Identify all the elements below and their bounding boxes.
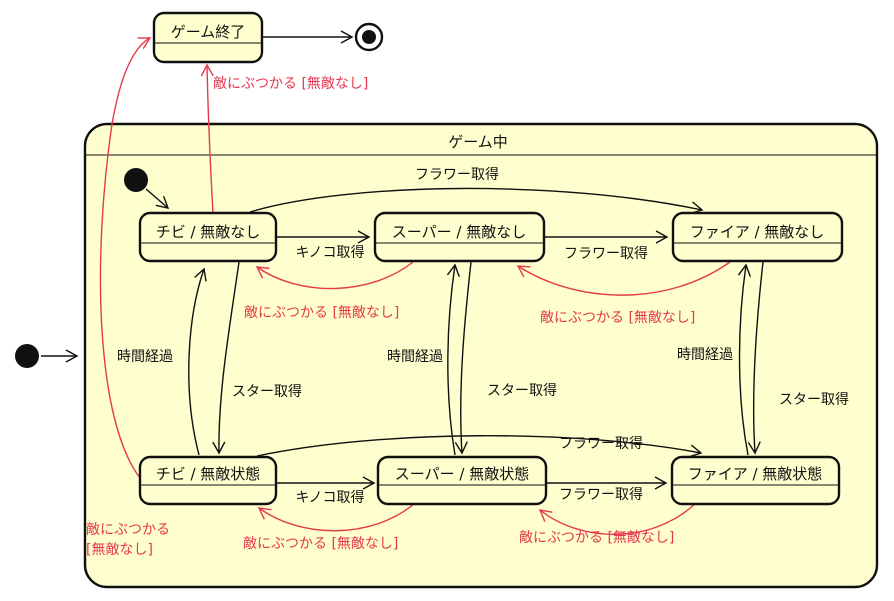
composite-state-game: ゲーム中 — [83, 122, 879, 589]
edge-label-hit-enemy-left-line1: 敵にぶつかる — [86, 522, 170, 538]
edge-label-hit-enemy-top-left: 敵にぶつかる [無敵なし] — [244, 305, 399, 321]
edge-label-flower-top-bypass: フラワー取得 — [415, 166, 499, 183]
state-game-over: ゲーム終了 — [152, 11, 264, 64]
state-chibi-star: チビ / 無敵状態 — [138, 455, 278, 506]
edge-label-flower-bottom-bypass: フラワー取得 — [559, 435, 643, 452]
composite-state-body — [83, 122, 879, 589]
edge-label-flower-top: フラワー取得 — [564, 245, 648, 262]
state-chibi-normal: チビ / 無敵なし — [138, 211, 278, 263]
transition-chibi-to-fire-normal-bypass — [249, 187, 704, 215]
edge-label-hit-enemy-gameover: 敵にぶつかる [無敵なし] — [213, 76, 368, 92]
state-super-normal: スーパー / 無敵なし — [373, 211, 546, 263]
transition-super-star-to-normal-time — [446, 263, 460, 456]
transition-chibi-star-to-gameover — [99, 37, 152, 479]
state-chibi-star-label: チビ / 無敵状態 — [156, 465, 261, 483]
edge-label-time-mid: 時間経過 — [387, 349, 443, 365]
initial-state-inner-dot — [124, 168, 148, 192]
transition-super-to-chibi-star-hit — [257, 503, 415, 532]
state-fire-normal-body — [671, 211, 844, 263]
state-game-over-label: ゲーム終了 — [171, 23, 246, 41]
edge-label-hit-enemy-bottom-right: 敵にぶつかる [無敵なし] — [519, 530, 674, 546]
transition-fire-to-super-star-hit — [538, 503, 696, 536]
state-super-star-label: スーパー / 無敵状態 — [395, 465, 529, 483]
transition-fire-to-super-normal-hit — [516, 261, 731, 296]
transition-super-to-chibi-normal-hit — [255, 261, 414, 290]
state-fire-normal-label: ファイア / 無敵なし — [690, 223, 825, 241]
transition-initial-to-chibi-normal — [145, 188, 170, 209]
final-state-dot — [362, 30, 376, 44]
state-chibi-star-body — [138, 455, 278, 506]
edge-label-star-right: スター取得 — [779, 391, 849, 408]
state-super-normal-body — [373, 211, 546, 263]
state-game-over-body — [152, 11, 264, 64]
transition-chibi-normal-to-star-star — [212, 261, 240, 455]
edge-label-kinoko-bottom: キノコ取得 — [295, 489, 364, 506]
state-super-star-body — [376, 455, 548, 506]
transition-chibi-to-fire-star-bypass — [256, 435, 703, 458]
edge-label-flower-bottom: フラワー取得 — [559, 486, 643, 503]
transition-chibi-normal-to-gameover — [200, 63, 214, 214]
edge-label-kinoko-top: キノコ取得 — [295, 244, 364, 261]
final-state — [354, 22, 384, 52]
state-super-normal-label: スーパー / 無敵なし — [392, 223, 526, 241]
edge-label-star-mid: スター取得 — [487, 382, 557, 399]
transition-chibi-star-to-normal-time — [188, 267, 207, 456]
transition-super-normal-to-star-star — [454, 261, 472, 455]
state-chibi-normal-label: チビ / 無敵なし — [156, 223, 261, 241]
state-fire-star: ファイア / 無敵状態 — [670, 455, 841, 506]
composite-title: ゲーム中 — [448, 133, 508, 151]
edge-label-hit-enemy-top-right: 敵にぶつかる [無敵なし] — [540, 310, 695, 326]
state-fire-normal: ファイア / 無敵なし — [671, 211, 844, 263]
edge-label-time-left: 時間経過 — [117, 349, 173, 365]
state-fire-star-label: ファイア / 無敵状態 — [688, 465, 823, 483]
edge-label-hit-enemy-left-line2: [無敵なし] — [86, 542, 153, 558]
transition-fire-star-to-normal-time — [737, 263, 752, 456]
edge-label-star-left: スター取得 — [232, 383, 302, 400]
initial-state-outer-dot — [15, 344, 39, 368]
state-fire-star-body — [670, 455, 841, 506]
edge-label-hit-enemy-bottom-left: 敵にぶつかる [無敵なし] — [243, 536, 398, 552]
transition-fire-normal-to-star-star — [747, 261, 764, 455]
edge-label-time-right: 時間経過 — [677, 347, 733, 363]
state-chibi-normal-body — [138, 211, 278, 263]
state-super-star: スーパー / 無敵状態 — [376, 455, 548, 506]
